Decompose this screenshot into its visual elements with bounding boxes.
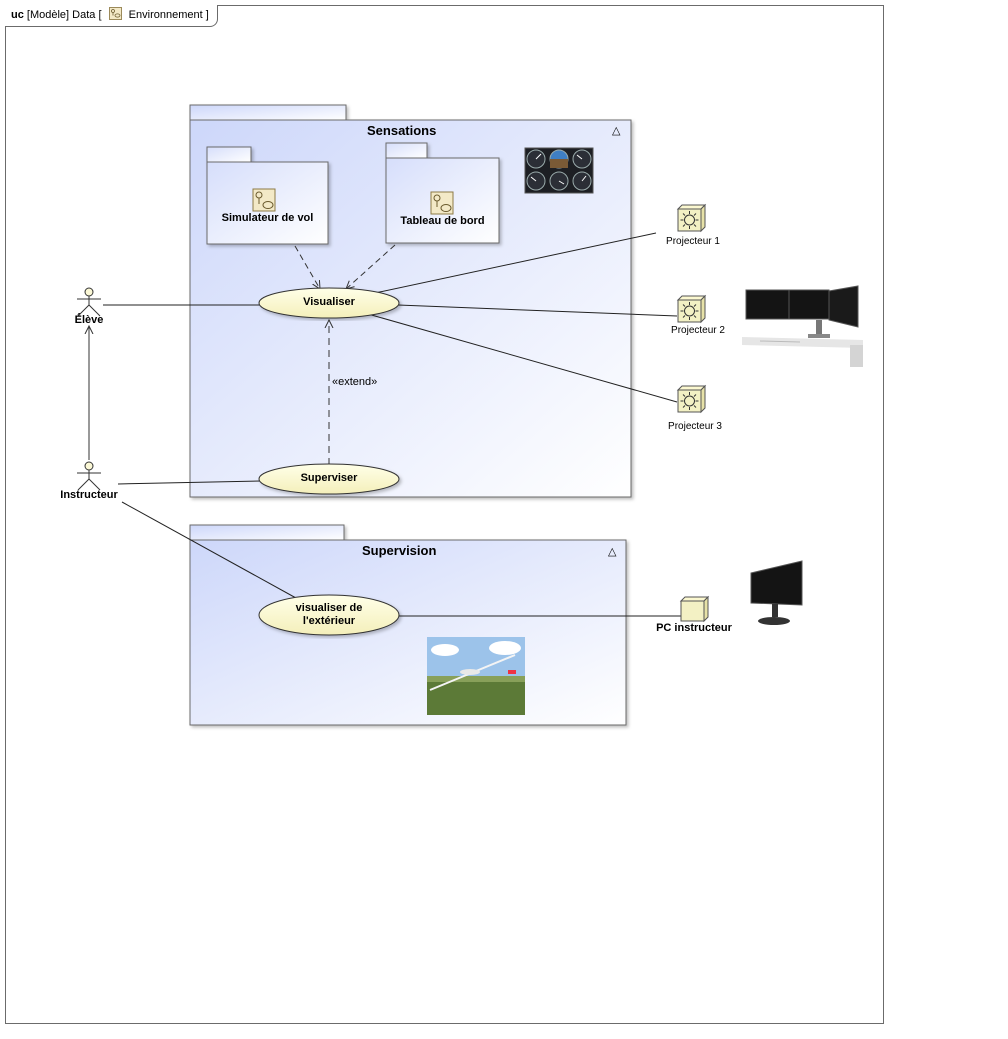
desktop-monitor-image bbox=[750, 560, 803, 625]
subpackage-label-simulateur: Simulateur de vol bbox=[221, 212, 314, 224]
diagram-frame bbox=[5, 5, 884, 1024]
node-label-projecteur-2: Projecteur 2 bbox=[671, 325, 725, 336]
node-projecteur-1[interactable] bbox=[676, 203, 707, 233]
use-case-label-visualiser: Visualiser bbox=[303, 296, 355, 308]
dependency-simulateur-visualiser[interactable] bbox=[294, 245, 320, 289]
association-instructeur-superviser[interactable] bbox=[117, 480, 262, 485]
node-pc-instructeur[interactable] bbox=[679, 595, 710, 623]
association-visualiser-projecteur2[interactable] bbox=[397, 304, 678, 317]
use-case-label-visualiser-exterieur: visualiser de l'extérieur bbox=[259, 602, 399, 628]
flight-scene-image bbox=[427, 637, 525, 715]
use-case-visualiser[interactable] bbox=[258, 287, 400, 319]
diagram-kind: uc bbox=[11, 9, 24, 21]
node-projecteur-3[interactable] bbox=[676, 384, 707, 414]
diagram-model: [Modèle] bbox=[26, 9, 70, 21]
bracket-close: ] bbox=[205, 9, 209, 21]
use-case-label-superviser: Superviser bbox=[300, 472, 358, 484]
extend-stereotype-label: «extend» bbox=[332, 376, 378, 388]
diagram-frame-tab[interactable]: uc [Modèle] Data [ Environnement ] bbox=[5, 5, 218, 27]
instrument-panel-image bbox=[524, 147, 594, 194]
diagram-name: Data bbox=[72, 9, 96, 21]
package-title-supervision: Supervision bbox=[362, 543, 437, 558]
use-case-visualiser-exterieur[interactable] bbox=[258, 594, 400, 636]
actor-eleve[interactable] bbox=[77, 287, 101, 317]
node-projecteur-2[interactable] bbox=[676, 294, 707, 324]
association-instructeur-visualiser-exterieur[interactable] bbox=[121, 501, 297, 599]
use-case-model-icon bbox=[430, 191, 454, 215]
use-case-label-line: l'extérieur bbox=[302, 615, 356, 627]
dependency-tableau-visualiser[interactable] bbox=[346, 244, 396, 289]
package-supervision[interactable] bbox=[189, 524, 627, 726]
actor-label-instructeur: Instructeur bbox=[60, 489, 118, 501]
association-visualiser-projecteur1[interactable] bbox=[374, 232, 657, 294]
collapse-toggle-icon[interactable]: △ bbox=[608, 546, 617, 558]
package-title-sensations: Sensations bbox=[367, 123, 437, 138]
node-label-pc-instructeur: PC instructeur bbox=[656, 622, 732, 634]
use-case-label-line: visualiser de bbox=[295, 602, 363, 614]
triple-monitor-image bbox=[742, 285, 863, 367]
subpackage-label-tableau: Tableau de bord bbox=[400, 215, 485, 227]
actor-label-eleve: Élève bbox=[74, 314, 104, 326]
actor-instructeur[interactable] bbox=[77, 461, 101, 491]
association-visualiser-projecteur3[interactable] bbox=[367, 313, 678, 403]
use-case-diagram-icon bbox=[108, 7, 122, 20]
node-label-projecteur-3: Projecteur 3 bbox=[668, 421, 722, 432]
use-case-model-icon bbox=[252, 188, 276, 212]
node-label-projecteur-1: Projecteur 1 bbox=[666, 236, 720, 247]
diagram-title: Environnement bbox=[128, 9, 203, 21]
collapse-toggle-icon[interactable]: △ bbox=[612, 125, 621, 137]
bracket-open: [ bbox=[98, 9, 102, 21]
use-case-superviser[interactable] bbox=[258, 463, 400, 495]
subpackage-tableau-de-bord[interactable] bbox=[385, 142, 500, 244]
